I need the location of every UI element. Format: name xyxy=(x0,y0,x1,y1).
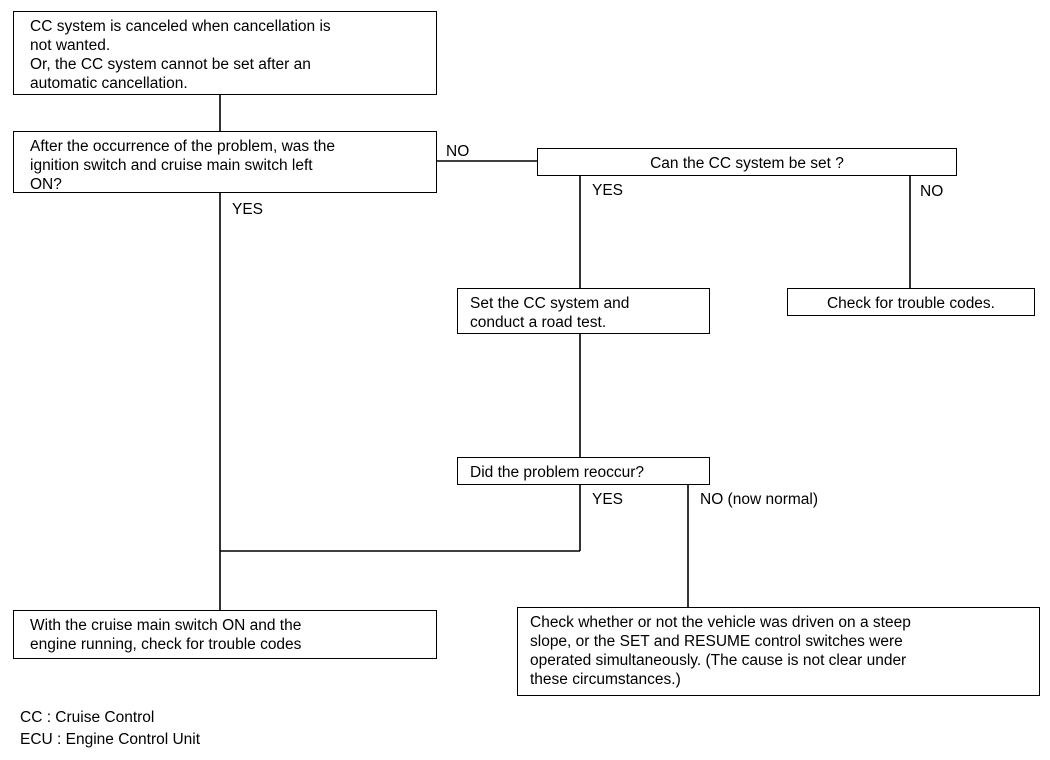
ignition-yes-label: YES xyxy=(232,201,264,218)
legend-cc: CC : Cruise Control xyxy=(20,709,155,726)
reoccur-no-label: NO (now normal) xyxy=(700,491,818,508)
set-and-road-test-box: Set the CC system and conduct a road tes… xyxy=(457,288,710,334)
check-trouble-codes-box: Check for trouble codes. xyxy=(787,288,1035,316)
engine-running-check-box: With the cruise main switch ON and the e… xyxy=(13,610,437,659)
reoccur-yes-label: YES xyxy=(592,491,624,508)
reoccur-question-box: Did the problem reoccur? xyxy=(457,457,710,485)
can-set-yes-label: YES xyxy=(592,182,624,199)
ignition-question-box: After the occurrence of the problem, was… xyxy=(13,131,437,193)
legend-ecu: ECU : Engine Control Unit xyxy=(20,731,201,748)
ignition-no-label: NO xyxy=(446,143,470,160)
can-set-no-label: NO xyxy=(920,183,944,200)
can-set-question-box: Can the CC system be set ? xyxy=(537,148,957,176)
start-condition-box: CC system is canceled when cancellation … xyxy=(13,11,437,95)
steep-slope-check-box: Check whether or not the vehicle was dri… xyxy=(517,607,1040,696)
